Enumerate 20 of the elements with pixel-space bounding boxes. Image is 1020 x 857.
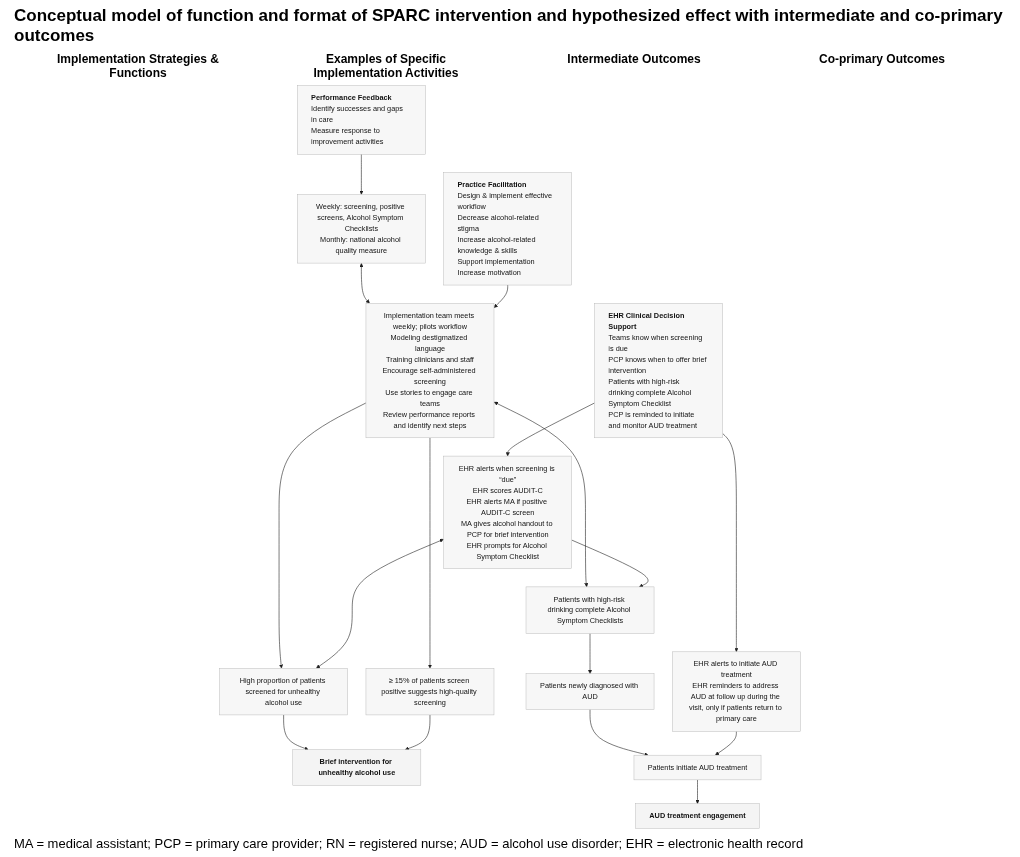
node-box bbox=[292, 749, 422, 786]
column-heading: Implementation Strategies & Functions bbox=[55, 52, 220, 80]
column-heading: Co-primary Outcomes bbox=[818, 52, 946, 68]
node-box bbox=[443, 172, 572, 286]
caption: MA = medical assistant; PCP = primary care provider; RN = registered nurse; AUD = alcohol use disorder; EHR = electronic health record bbox=[14, 836, 805, 851]
node-box bbox=[633, 754, 762, 781]
node-box bbox=[219, 668, 348, 716]
node-box bbox=[594, 303, 723, 439]
diagram-title: Conceptual model of function and format of SPARC intervention and hypothesized effect with intermediate and co-primary outcomes bbox=[14, 6, 1004, 46]
column-heading: Intermediate Outcomes bbox=[566, 52, 702, 68]
node-box bbox=[525, 673, 655, 710]
node-box bbox=[297, 194, 426, 264]
node-box bbox=[525, 586, 655, 634]
node-box bbox=[672, 651, 801, 732]
node-box bbox=[365, 668, 495, 716]
node-box bbox=[635, 803, 760, 829]
node-box bbox=[297, 85, 426, 155]
node-box bbox=[365, 303, 495, 439]
node-box bbox=[443, 455, 572, 569]
column-heading: Examples of Specific Implementation Activities bbox=[312, 52, 460, 80]
